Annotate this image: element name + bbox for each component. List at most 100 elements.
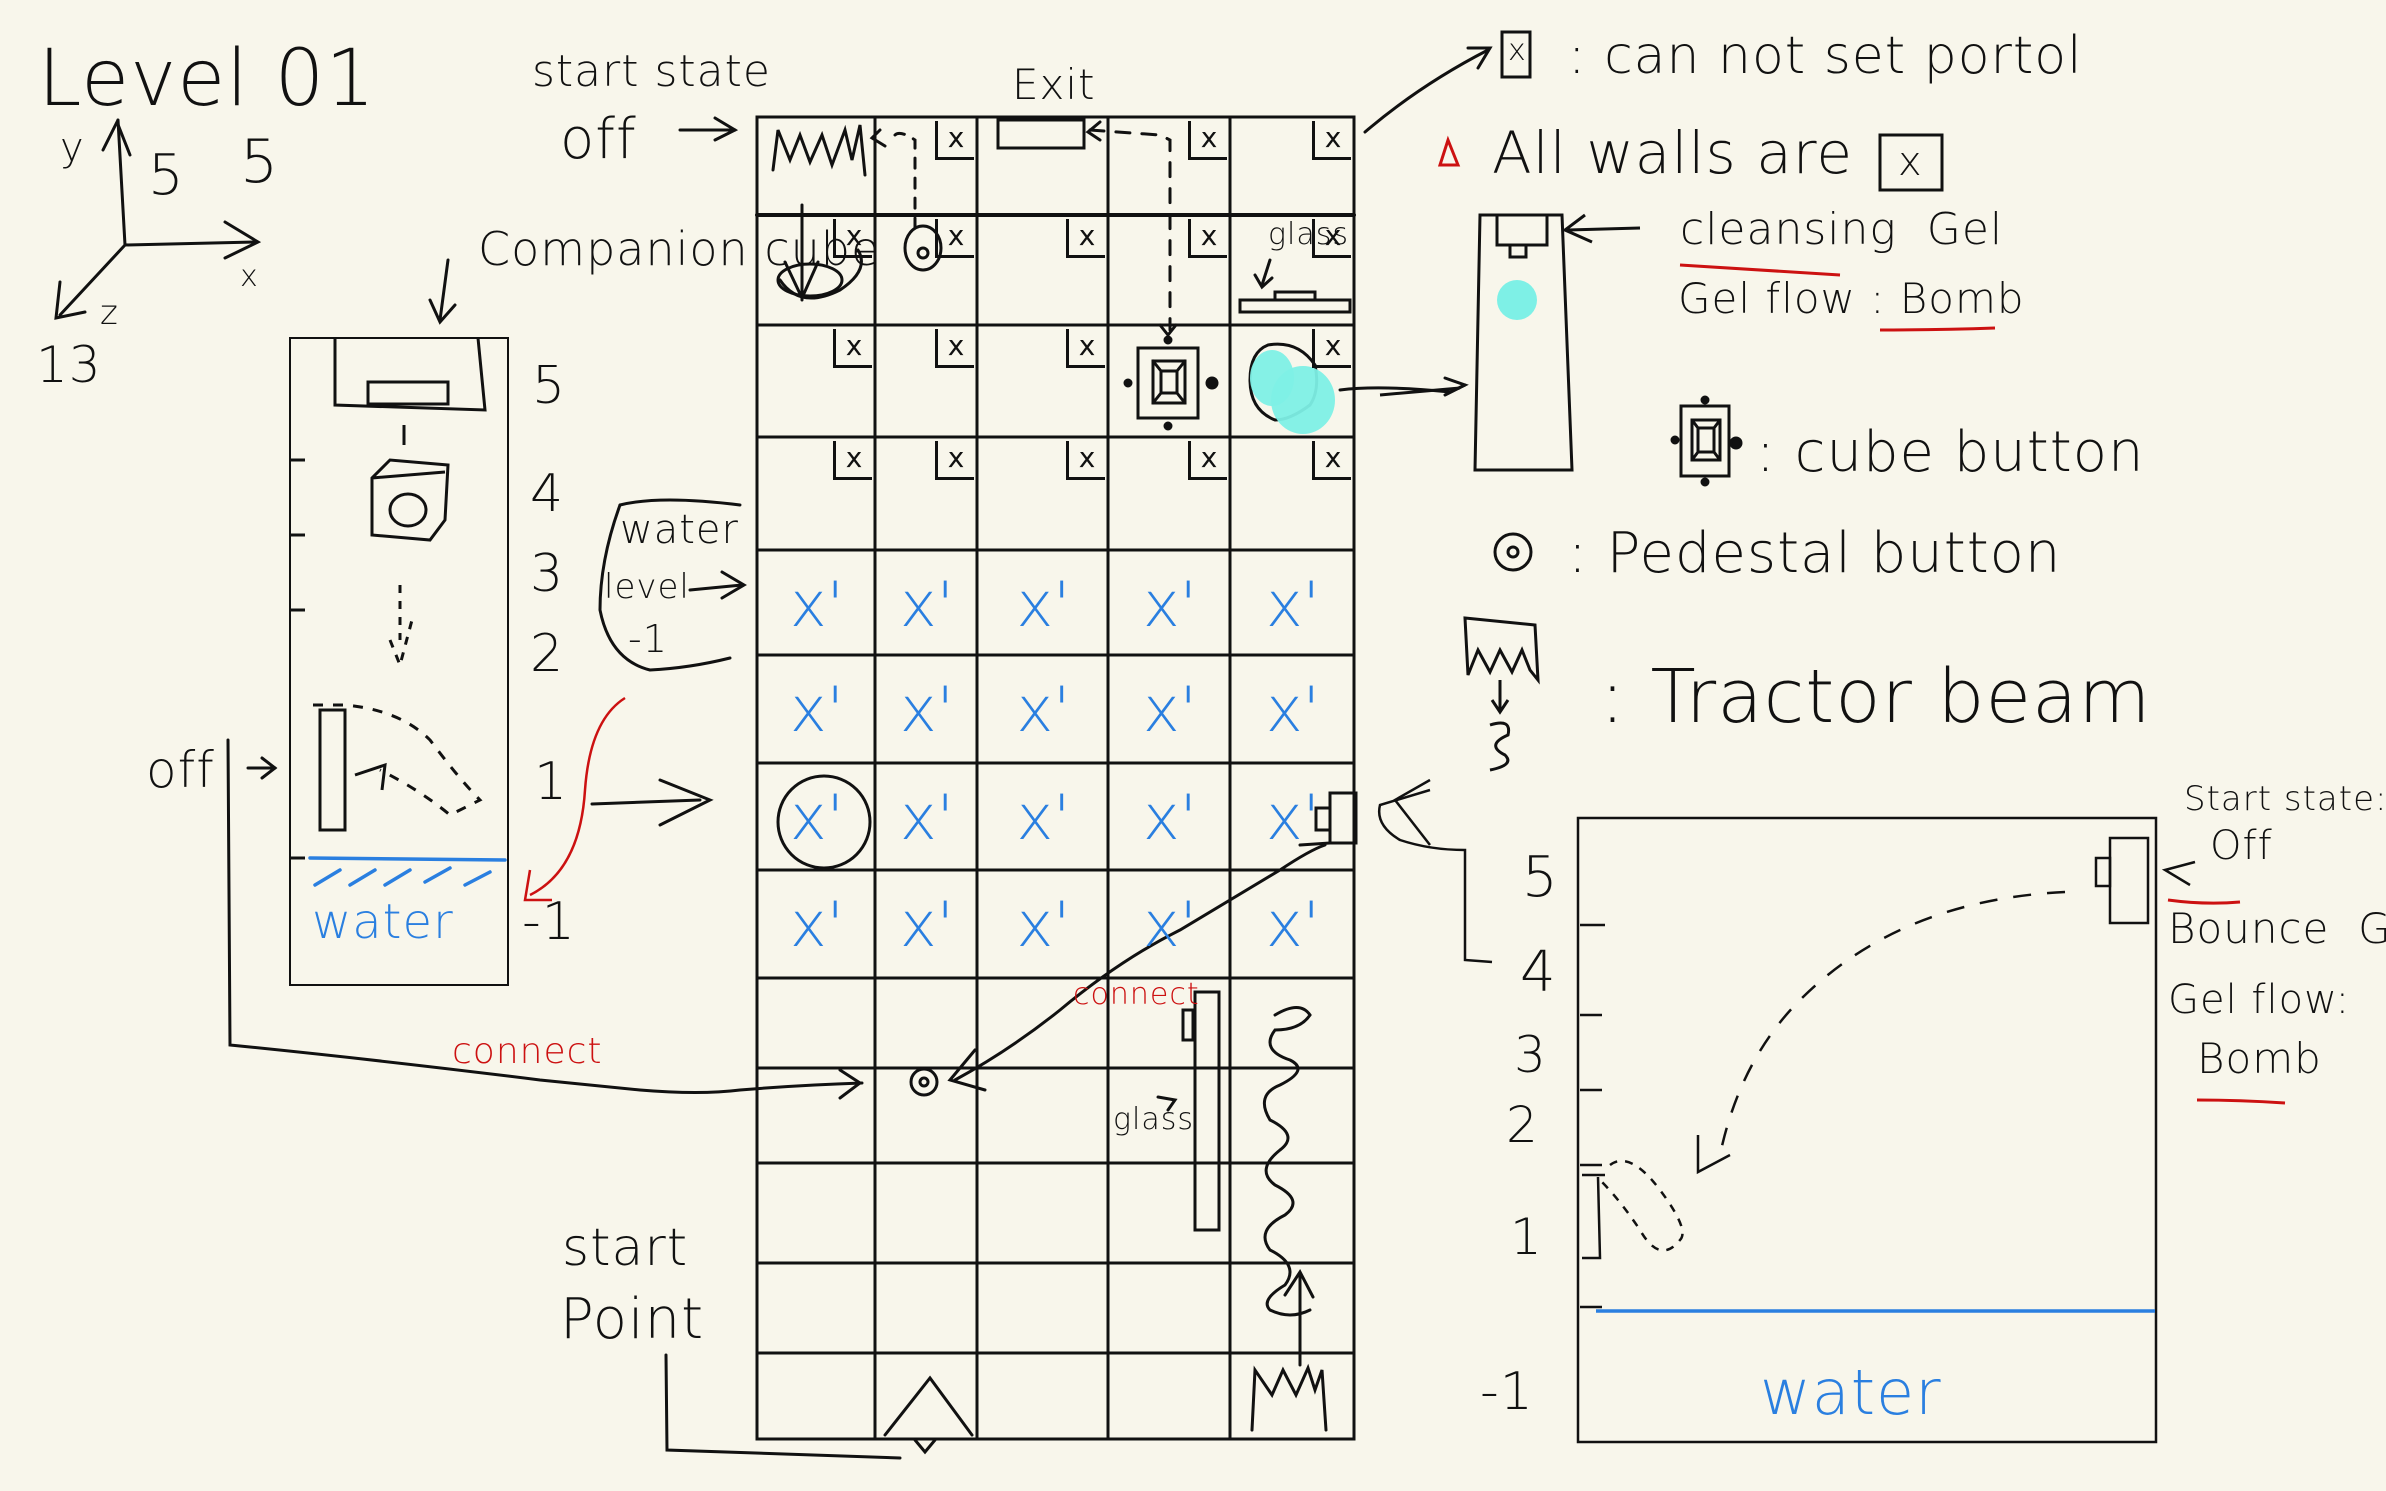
no-portal-marker: x (935, 441, 974, 480)
axis-y-max: 5 (148, 143, 185, 208)
tractor-beam-bottom (1250, 1363, 1328, 1432)
water-cell-marker: x' (1143, 781, 1197, 854)
no-portal-icon-warning (1878, 133, 1944, 192)
glass-label-top: glass (1268, 217, 1349, 252)
cube-level-1: 1 (534, 752, 569, 812)
no-portal-symbol: x (1508, 33, 1527, 68)
exit-door (996, 118, 1086, 150)
bounce-gel-label: Bounce Gel (2168, 904, 2386, 953)
start-point-marker (883, 1375, 974, 1437)
water-cell-marker: x' (1016, 781, 1071, 854)
page-title: Level 01 (38, 34, 376, 124)
water-cell-marker: x' (1143, 673, 1197, 746)
water-level-note-2: level (604, 567, 690, 607)
no-portal-marker: x (1188, 219, 1227, 258)
water-cell-marker: x' (790, 568, 844, 641)
bounce-level-5: 5 (1522, 845, 1559, 910)
no-portal-marker: x (935, 329, 974, 368)
no-portal-marker: x (1066, 329, 1105, 368)
cube-button-legend-text: : cube button (1756, 420, 2145, 485)
cleansing-gel-label: cleansing Gel (1680, 204, 2004, 255)
no-portal-marker: x (1188, 121, 1227, 160)
start-point-label-1: start (562, 1218, 689, 1278)
water-cell-marker: x' (790, 888, 844, 961)
bounce-start-state-value: Off (2210, 823, 2273, 869)
water-cell-marker: x' (1016, 568, 1071, 641)
bounce-start-state-label: Start state: (2184, 779, 2386, 819)
companion-cube-panel (289, 337, 509, 986)
red-underlines (1679, 263, 2286, 1105)
pedestal-button-icon (1493, 532, 1533, 572)
axis-y-label: y (60, 125, 85, 171)
cube-level-minus-1: -1 (522, 892, 576, 952)
exit-label: Exit (1012, 60, 1096, 109)
pedestal-button-grid (909, 1067, 939, 1097)
off-label: off (146, 741, 215, 799)
water-cell-marker: x' (1143, 888, 1197, 961)
water-cell-marker: x' (900, 568, 954, 641)
cube-button-icon (1670, 395, 1743, 487)
water-cell-marker: x' (1266, 888, 1320, 961)
cube-level-4: 4 (530, 464, 565, 524)
water-label-right: water (1760, 1356, 1942, 1429)
circled-cell (776, 774, 872, 870)
start-state-label: start state (532, 46, 771, 97)
no-portal-marker: x (935, 219, 974, 258)
water-cell-marker: x' (900, 673, 954, 746)
no-portal-marker: x (1066, 441, 1105, 480)
connect-label-left: connect (452, 1031, 603, 1072)
cube-level-2: 2 (530, 624, 565, 684)
water-cell-marker: x' (790, 781, 844, 854)
axis-x-label: x (240, 259, 259, 294)
bounce-level-3: 3 (1514, 1026, 1547, 1084)
cleansing-gel-flow: Gel flow : Bomb (1678, 274, 2025, 323)
grid-lines (755, 115, 1356, 1441)
level-grid (755, 115, 1356, 1441)
axis-z-max: 13 (36, 336, 102, 394)
water-level-note-3: -1 (628, 617, 668, 661)
glass-label-vertical: glass (1113, 1102, 1194, 1137)
walls-warning-text: All walls are (1492, 119, 1853, 187)
axis-gizmo (54, 118, 262, 320)
water-cell-marker: x' (1016, 673, 1071, 746)
water-cell-marker: x' (790, 673, 844, 746)
companion-cube-label: Companion cube (478, 222, 881, 276)
water-cell-marker: x' (1016, 888, 1071, 961)
no-portal-marker: x (833, 329, 872, 368)
tractor-beam-top (771, 124, 867, 177)
no-portal-marker: x (1312, 441, 1351, 480)
no-portal-text: : can not set portol (1568, 26, 2083, 86)
start-state-value: off (560, 107, 637, 172)
bounce-gel-flow-value: Bomb (2197, 1034, 2322, 1083)
tractor-beam-icon (1463, 616, 1540, 685)
no-portal-marker: x (1188, 441, 1227, 480)
no-portal-marker: x (935, 121, 974, 160)
bounce-level-1: 1 (1510, 1208, 1543, 1266)
cube-level-5: 5 (532, 356, 567, 416)
glass-panel-top (1238, 298, 1352, 314)
water-cell-marker: x' (1266, 781, 1320, 854)
gel-fill-legend (1497, 280, 1537, 320)
no-portal-marker: x (1066, 219, 1105, 258)
water-level-note-1: water (620, 507, 739, 553)
no-portal-icon-legend (1500, 30, 1532, 79)
walls-warning-symbol: x (1898, 139, 1923, 185)
axis-x-max: 5 (240, 127, 280, 197)
bounce-level-2: 2 (1506, 1096, 1539, 1154)
warning-triangle-icon (1437, 135, 1461, 167)
no-portal-marker: x (1312, 219, 1351, 258)
water-cell-marker: x' (900, 781, 954, 854)
no-portal-marker: x (833, 219, 872, 258)
pedestal-button-legend-text: : Pedestal button (1568, 521, 2062, 586)
start-point-label-2: Point (560, 1287, 705, 1352)
water-surface-left (308, 856, 507, 887)
glass-panel-vertical (1193, 990, 1221, 1232)
connect-label-grid: connect (1073, 977, 1200, 1012)
axis-z-label: z (100, 293, 119, 333)
water-cell-marker: x' (1266, 673, 1320, 746)
red-arrow (529, 696, 626, 897)
bounce-level-4: 4 (1520, 940, 1557, 1005)
bounce-gel-panel (1377, 778, 2196, 1444)
cleansing-gel-dropper (1379, 213, 1641, 472)
no-portal-marker: x (1312, 329, 1351, 368)
